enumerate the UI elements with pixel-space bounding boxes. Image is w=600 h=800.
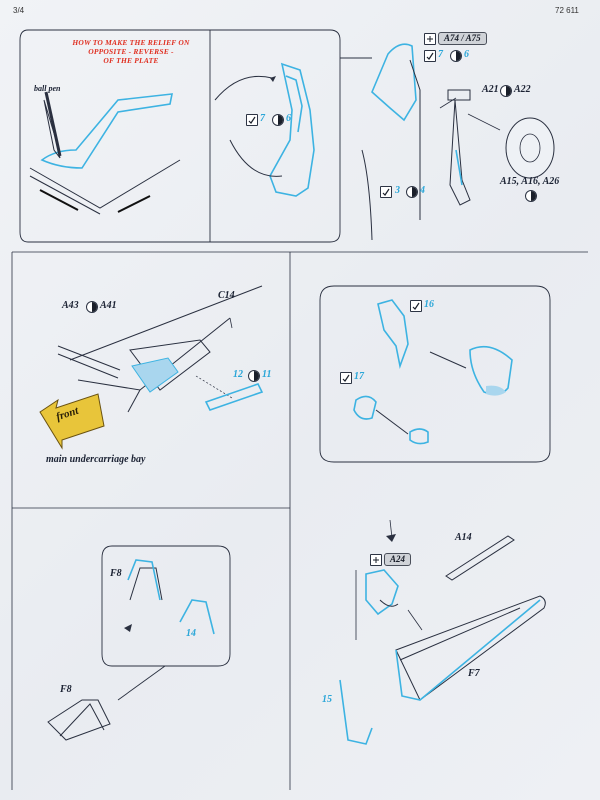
page-label: 3/4 [13, 6, 25, 15]
part-number-3: 3 [395, 185, 400, 196]
part-number-4: 4 [420, 185, 425, 196]
inset-frame [319, 285, 551, 463]
photo-etch-bend-icon [340, 372, 352, 384]
mirror-part-icon [272, 114, 284, 126]
part-label-a14: A14 [455, 532, 472, 543]
mirror-part-icon [500, 85, 512, 97]
part-label-a24: A24 [384, 553, 412, 566]
photo-etch-bend-icon [380, 186, 392, 198]
mirror-part-icon [406, 186, 418, 198]
landing-gear-leg-drawing [361, 43, 555, 241]
part-number-16: 16 [424, 299, 434, 310]
bay-caption: main undercarriage bay [46, 454, 146, 465]
relief-note-line-2: OPPOSITE - REVERSE - [88, 47, 174, 56]
part-number-17: 17 [354, 371, 364, 382]
relief-note-line-1: HOW TO MAKE THE RELIEF ON [72, 38, 190, 47]
photo-etch-bend-icon [424, 50, 436, 62]
part-label-c14: C14 [218, 290, 235, 301]
step4-drawing [339, 519, 546, 745]
remove-part-icon [370, 554, 382, 566]
part-number-15: 15 [322, 694, 332, 705]
wheel-parts-label: A15, A16, A26 [500, 176, 560, 187]
part-number-11: 11 [262, 369, 272, 380]
part-label-a21: A21 [482, 84, 499, 95]
part-label-f8-top: F8 [110, 568, 122, 579]
gear-door-etch-drawing [214, 62, 315, 197]
relief-frame [19, 29, 372, 243]
part-number-7: 7 [260, 113, 265, 124]
part-number-6: 6 [286, 113, 291, 124]
front-arrow [39, 393, 105, 450]
undercarriage-bay-drawing [57, 285, 264, 413]
step3-parts-drawing [47, 559, 215, 741]
photo-etch-bend-icon [410, 300, 422, 312]
part-number-12: 12 [233, 369, 243, 380]
part-label-a41: A41 [100, 300, 117, 311]
catalog-number: 72 611 [555, 6, 579, 15]
part-label-a43: A43 [62, 300, 79, 311]
ball-pen-label: ball pen [34, 84, 61, 93]
part-number-14: 14 [186, 628, 196, 639]
part-label-a22: A22 [514, 84, 531, 95]
part-label-f8-bottom: F8 [60, 684, 72, 695]
step3-frame [101, 545, 231, 701]
mirror-part-icon [450, 50, 462, 62]
mirror-part-icon [248, 370, 260, 382]
relief-note-line-3: OF THE PLATE [103, 56, 159, 65]
mirror-part-icon [525, 190, 537, 202]
relief-plate-drawing [29, 91, 181, 215]
inset-parts-drawing [353, 299, 513, 445]
photo-etch-bend-icon [246, 114, 258, 126]
mirror-part-icon [86, 301, 98, 313]
part-label-f7: F7 [468, 668, 480, 679]
part-number-6-right: 6 [464, 49, 469, 60]
part-number-7-right: 7 [438, 49, 443, 60]
part-pair-a74-a75: A74 / A75 [438, 32, 487, 45]
remove-part-icon [424, 33, 436, 45]
panel-grid [11, 251, 588, 790]
